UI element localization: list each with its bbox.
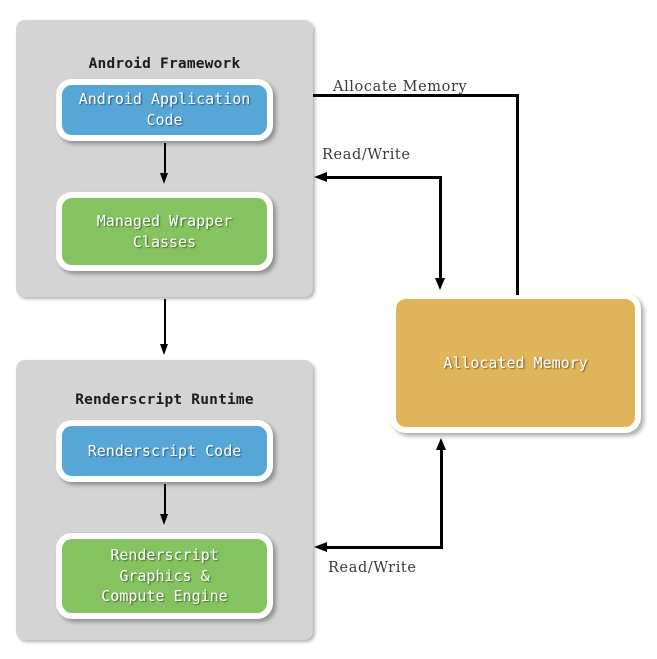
node-android-application-code[interactable]: Android Application Code — [56, 79, 273, 141]
edge-allocate-memory-segment-vertical — [516, 94, 519, 295]
node-label-renderscript-graphics-compute-engine: Renderscript Graphics & Compute Engine — [101, 545, 228, 606]
edge-read-write-runtime-segment-horizontal — [326, 546, 443, 549]
node-renderscript-graphics-compute-engine[interactable]: Renderscript Graphics & Compute Engine — [56, 533, 273, 619]
edge-read-write-framework-segment-vertical — [439, 176, 442, 279]
node-allocated-memory[interactable]: Allocated Memory — [390, 293, 641, 433]
edge-read-write-framework-segment-horizontal — [326, 176, 442, 179]
connector-framework-to-runtime-arrowhead — [160, 344, 168, 355]
edge-read-write-runtime-segment-vertical — [440, 450, 443, 548]
edge-allocate-memory-segment-horizontal — [313, 94, 519, 97]
node-renderscript-code[interactable]: Renderscript Code — [56, 420, 273, 482]
connector-appcode-to-wrapper-line — [164, 143, 166, 176]
node-label-allocated-memory: Allocated Memory — [443, 353, 588, 372]
connector-rscode-to-engine-line — [164, 484, 166, 517]
edge-label-allocate-memory: Allocate Memory — [333, 79, 468, 95]
edge-read-write-runtime-arrowhead — [314, 542, 327, 552]
edge-label-read-write-framework: Read/Write — [322, 147, 411, 163]
connector-appcode-to-wrapper-arrowhead — [160, 173, 168, 184]
edge-label-read-write-runtime: Read/Write — [328, 560, 417, 576]
connector-rscode-to-engine-arrowhead — [160, 514, 168, 525]
connector-framework-to-runtime-line — [164, 299, 166, 347]
edge-read-write-framework-arrowhead-memory — [435, 278, 445, 290]
node-managed-wrapper-classes[interactable]: Managed Wrapper Classes — [56, 192, 273, 271]
node-label-managed-wrapper-classes: Managed Wrapper Classes — [96, 211, 233, 251]
group-title-renderscript-runtime: Renderscript Runtime — [75, 392, 254, 408]
edge-read-write-framework-arrowhead — [314, 172, 327, 182]
group-title-android-framework: Android Framework — [88, 56, 241, 72]
node-label-android-application-code: Android Application Code — [78, 90, 251, 129]
node-label-renderscript-code: Renderscript Code — [87, 441, 242, 460]
edge-read-write-runtime-arrowhead-memory — [436, 438, 446, 450]
